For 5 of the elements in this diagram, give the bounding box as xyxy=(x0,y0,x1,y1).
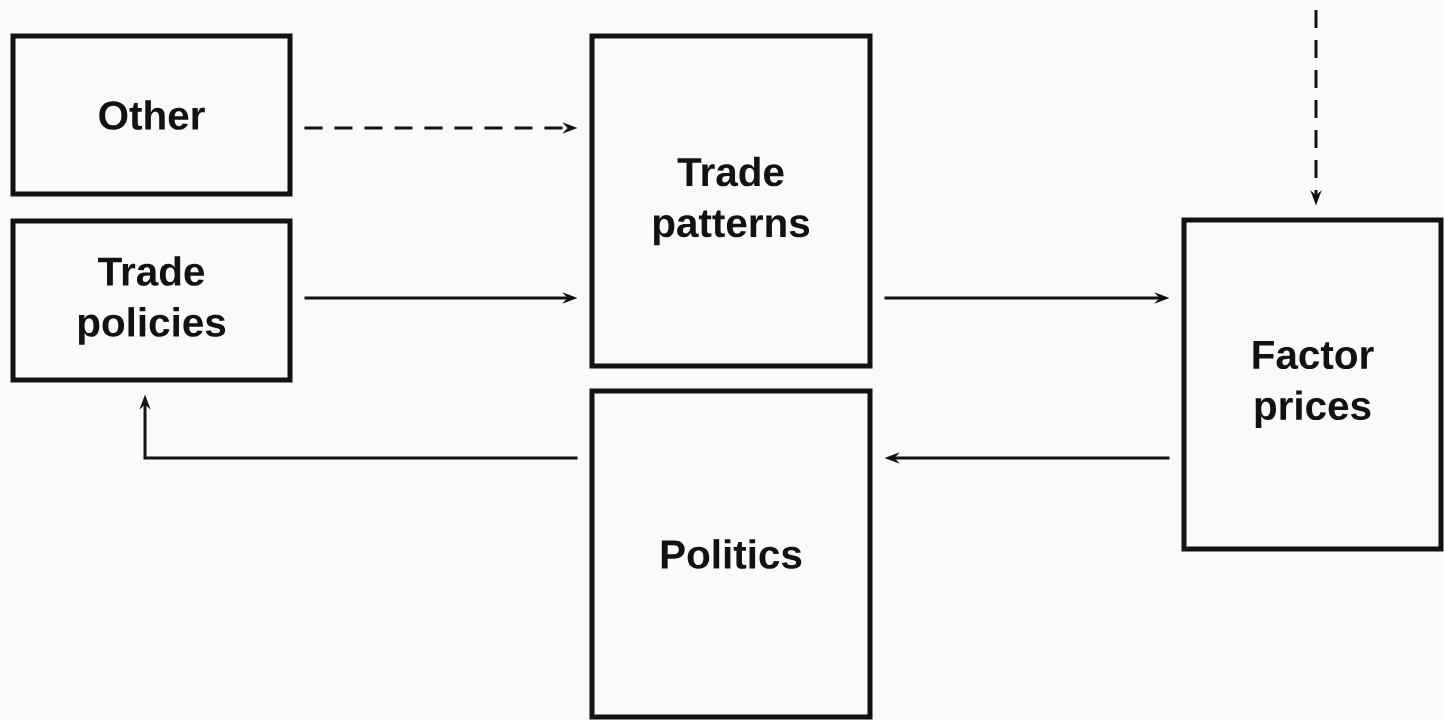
box: Trade patterns xyxy=(589,33,873,369)
box: Other xyxy=(10,33,293,197)
box: Factor prices xyxy=(1181,217,1444,552)
box: Trade policies xyxy=(10,218,293,383)
box: Politics xyxy=(589,388,873,720)
